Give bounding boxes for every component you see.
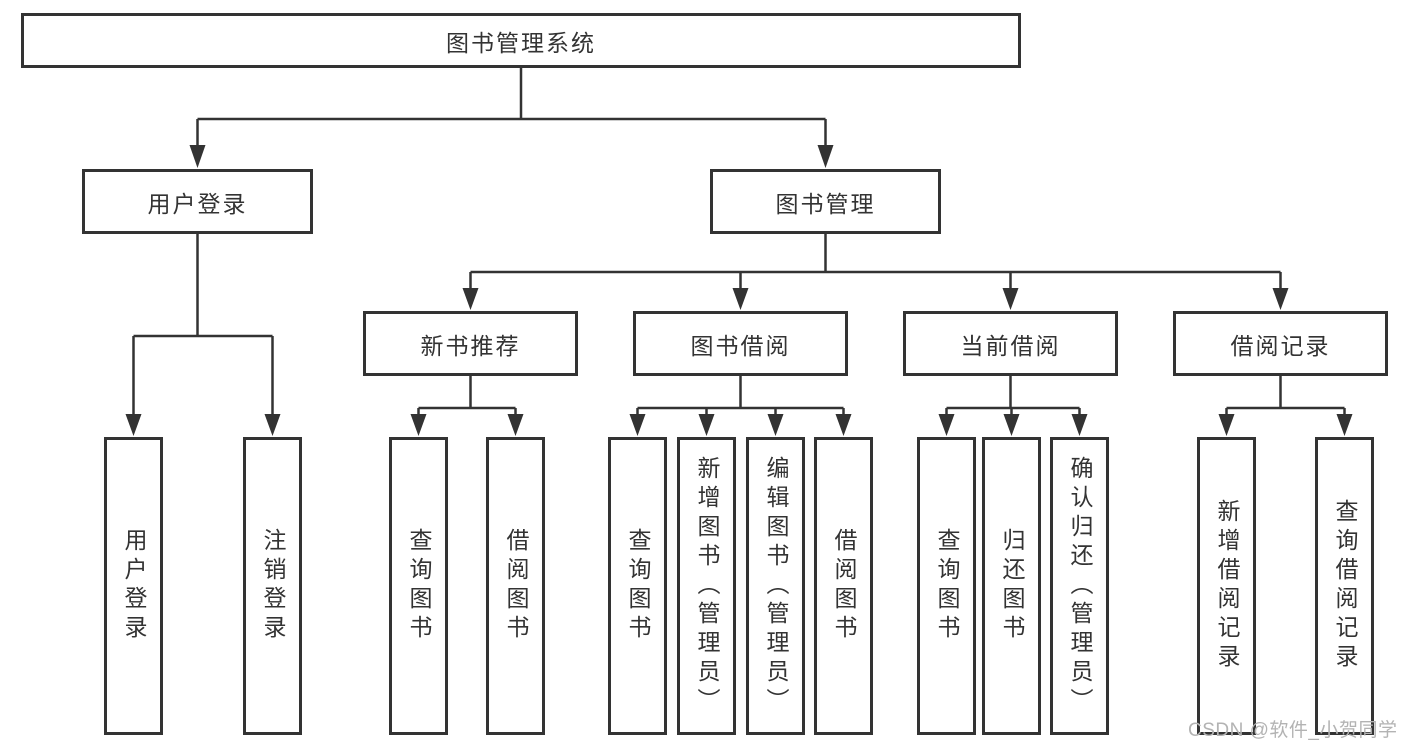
arrow-down-icon — [698, 414, 715, 436]
node-label: 查询图书 — [934, 528, 960, 644]
node-current-borrowing: 当前借阅 — [903, 311, 1118, 376]
arrow-down-icon — [507, 414, 524, 436]
node-label: 借阅图书 — [503, 528, 529, 644]
node-label: 查询图书 — [406, 528, 432, 644]
node-label: 归还图书 — [999, 528, 1025, 644]
arrow-down-icon — [264, 414, 281, 436]
arrow-down-icon — [1003, 414, 1020, 436]
leaf-recommend-borrow-book: 借阅图书 — [486, 437, 545, 735]
node-library-management-system: 图书管理系统 — [21, 13, 1021, 68]
arrow-down-icon — [1002, 288, 1019, 310]
node-label: 用户登录 — [147, 190, 248, 217]
arrow-down-icon — [189, 145, 206, 168]
leaf-borrow-book: 借阅图书 — [814, 437, 873, 735]
node-label: 新增图书（管理员） — [694, 455, 720, 717]
csdn-watermark: CSDN @软件_小贺同学 — [1188, 720, 1398, 741]
node-label: 图书借阅 — [690, 332, 791, 359]
node-label: 图书管理 — [775, 190, 876, 217]
node-book-management: 图书管理 — [710, 169, 941, 234]
node-user-login: 用户登录 — [82, 169, 313, 234]
arrow-down-icon — [817, 145, 834, 168]
node-label: 查询借阅记录 — [1332, 499, 1358, 673]
leaf-user-login: 用户登录 — [104, 437, 163, 735]
node-label: 查询图书 — [625, 528, 651, 644]
arrow-down-icon — [1272, 288, 1289, 310]
leaf-add-borrow-record: 新增借阅记录 — [1197, 437, 1256, 735]
node-label: 图书管理系统 — [446, 29, 596, 56]
arrow-down-icon — [732, 288, 749, 310]
node-label: 借阅记录 — [1230, 332, 1331, 359]
node-book-borrowing: 图书借阅 — [633, 311, 848, 376]
node-label: 借阅图书 — [831, 528, 857, 644]
node-label: 确认归还（管理员） — [1067, 455, 1093, 717]
leaf-return-book: 归还图书 — [982, 437, 1041, 735]
arrow-down-icon — [835, 414, 852, 436]
leaf-edit-book-admin: 编辑图书（管理员） — [746, 437, 805, 735]
arrow-down-icon — [938, 414, 955, 436]
node-label: 新书推荐 — [420, 332, 521, 359]
node-label: 编辑图书（管理员） — [763, 455, 789, 717]
leaf-add-book-admin: 新增图书（管理员） — [677, 437, 736, 735]
node-label: 注销登录 — [260, 528, 286, 644]
arrow-down-icon — [462, 288, 479, 310]
node-borrowing-records: 借阅记录 — [1173, 311, 1388, 376]
arrow-down-icon — [125, 414, 142, 436]
node-label: 新增借阅记录 — [1214, 499, 1240, 673]
node-label: 用户登录 — [121, 528, 147, 644]
arrow-down-icon — [410, 414, 427, 436]
leaf-borrow-query-book: 查询图书 — [608, 437, 667, 735]
arrow-down-icon — [1336, 414, 1353, 436]
node-label: 当前借阅 — [960, 332, 1061, 359]
arrow-down-icon — [1218, 414, 1235, 436]
node-new-book-recommendation: 新书推荐 — [363, 311, 578, 376]
leaf-confirm-return-admin: 确认归还（管理员） — [1050, 437, 1109, 735]
arrow-down-icon — [767, 414, 784, 436]
leaf-recommend-query-book: 查询图书 — [389, 437, 448, 735]
arrow-down-icon — [1071, 414, 1088, 436]
leaf-query-borrow-record: 查询借阅记录 — [1315, 437, 1374, 735]
leaf-current-query-book: 查询图书 — [917, 437, 976, 735]
leaf-logout: 注销登录 — [243, 437, 302, 735]
arrowheads — [125, 145, 1353, 436]
arrow-down-icon — [629, 414, 646, 436]
